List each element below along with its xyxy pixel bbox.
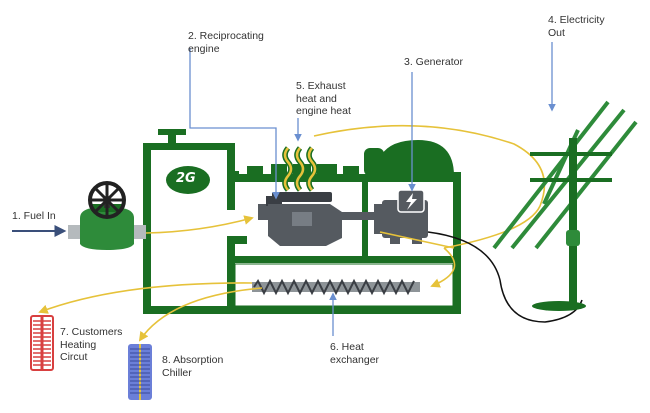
radiator-icon (30, 315, 54, 371)
fuel-line (145, 215, 254, 234)
chiller-icon (128, 344, 152, 400)
label-fuel-in: 1. Fuel In (12, 210, 56, 222)
heat-wave-icon (282, 146, 318, 192)
logo-registered-mark: ® (204, 166, 210, 173)
logo-text: 2G (176, 171, 196, 186)
lightning-icon (397, 189, 425, 213)
engine-callout-arrow (189, 48, 280, 200)
power-wire (427, 231, 583, 323)
engine-block-icon (258, 192, 376, 246)
label-exhaust-heat: 5. Exhaust heat and engine heat (296, 80, 351, 117)
valve-wheel-icon (88, 181, 126, 219)
engine-heat-return (379, 231, 455, 249)
heating-output-line (38, 282, 253, 314)
heat-exchanger-coil (252, 278, 420, 296)
label-reciprocating-engine: 2. Reciprocating engine (188, 30, 264, 55)
heat-to-exchanger (430, 247, 456, 288)
label-generator: 3. Generator (404, 56, 463, 68)
heat-loop-line (313, 124, 546, 249)
label-absorption-chiller: 8. Absorption Chiller (162, 354, 224, 379)
generator-dome (364, 140, 454, 176)
logo-badge (166, 166, 210, 194)
label-electricity-out: 4. Electricity Out (548, 14, 605, 39)
label-customers-heating: 7. Customers Heating Circut (60, 326, 123, 363)
label-heat-exchanger: 6. Heat exchanger (330, 341, 380, 366)
chiller-output-line (138, 287, 263, 342)
power-pole-icon (492, 100, 638, 311)
